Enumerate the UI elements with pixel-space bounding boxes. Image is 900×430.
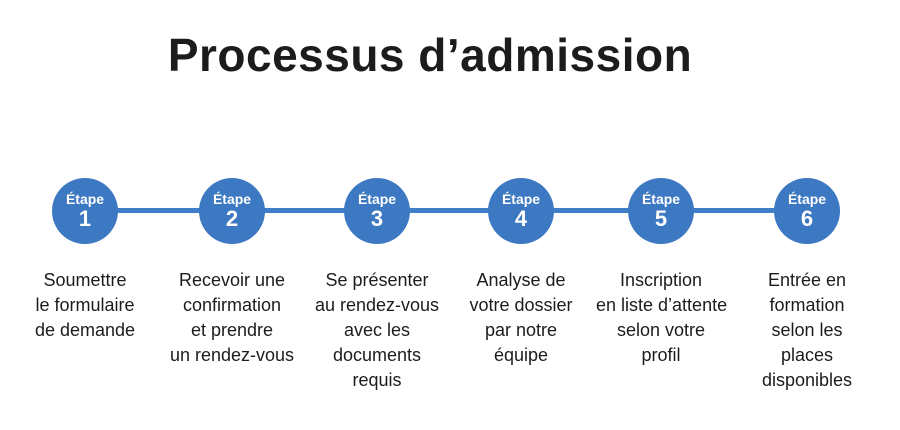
step-2-description-line: Recevoir une <box>178 270 286 290</box>
step-1-label: Étape <box>65 191 105 207</box>
step-2-description-line: confirmation <box>182 295 282 315</box>
step-4-description-line: votre dossier <box>469 295 573 315</box>
step-4-description-line: Analyse de <box>476 270 566 290</box>
step-2-description-line: et prendre <box>190 320 274 340</box>
step-3: Étape 3 Se présenter au rendez-vous avec… <box>312 178 442 393</box>
step-6-label: Étape <box>787 191 827 207</box>
step-5-description-line: selon votre <box>616 320 706 340</box>
step-3-description-line: Se présenter <box>325 270 429 290</box>
step-4: Étape 4 Analyse de votre dossier par not… <box>456 178 586 368</box>
step-1-description: Soumettre le formulaire de demande <box>20 268 150 343</box>
step-2-circle: Étape 2 <box>199 178 265 244</box>
step-3-description-line: au rendez-vous <box>314 295 440 315</box>
step-4-description: Analyse de votre dossier par notre équip… <box>456 268 586 368</box>
step-5-description: Inscription en liste d’attente selon vot… <box>596 268 728 368</box>
step-5-number: 5 <box>654 206 668 231</box>
step-2: Étape 2 Recevoir une confirmation et pre… <box>167 178 297 368</box>
step-3-number: 3 <box>370 206 384 231</box>
step-5-circle: Étape 5 <box>628 178 694 244</box>
step-5-description-line: en liste d’attente <box>596 295 728 315</box>
step-4-circle: Étape 4 <box>488 178 554 244</box>
step-3-circle: Étape 3 <box>344 178 410 244</box>
step-3-label: Étape <box>357 191 397 207</box>
step-2-number: 2 <box>225 206 239 231</box>
step-2-description: Recevoir une confirmation et prendre un … <box>167 268 297 368</box>
step-4-number: 4 <box>514 206 528 231</box>
timeline-connector-line <box>85 208 807 213</box>
step-4-description-line: équipe <box>493 345 549 365</box>
step-3-description-line: avec les <box>343 320 411 340</box>
step-6-circle: Étape 6 <box>774 178 840 244</box>
step-5-description-line: profil <box>641 345 681 365</box>
step-1-description-line: de demande <box>34 320 136 340</box>
step-2-label: Étape <box>212 191 252 207</box>
step-4-label: Étape <box>501 191 541 207</box>
step-5: Étape 5 Inscription en liste d’attente s… <box>596 178 728 368</box>
step-1: Étape 1 Soumettre le formulaire de deman… <box>20 178 150 343</box>
step-6: Étape 6 Entrée en formation selon les pl… <box>742 178 872 393</box>
step-6-description-line: formation <box>769 295 845 315</box>
step-6-description-line: selon les <box>771 320 843 340</box>
step-6-number: 6 <box>800 206 814 231</box>
step-1-circle: Étape 1 <box>52 178 118 244</box>
step-6-description-line: disponibles <box>761 370 853 390</box>
step-3-description-line: requis <box>352 370 402 390</box>
step-5-label: Étape <box>641 191 681 207</box>
step-1-description-line: Soumettre <box>43 270 127 290</box>
step-1-description-line: le formulaire <box>35 295 135 315</box>
step-3-description: Se présenter au rendez-vous avec les doc… <box>312 268 442 393</box>
step-3-description-line: documents <box>332 345 422 365</box>
step-6-description-line: Entrée en <box>767 270 847 290</box>
step-2-description-line: un rendez-vous <box>169 345 295 365</box>
page-title: Processus d’admission <box>167 29 693 81</box>
step-6-description-line: places <box>780 345 834 365</box>
step-6-description: Entrée en formation selon les places dis… <box>742 268 872 393</box>
step-1-number: 1 <box>78 206 92 231</box>
step-4-description-line: par notre <box>484 320 558 340</box>
step-5-description-line: Inscription <box>619 270 703 290</box>
